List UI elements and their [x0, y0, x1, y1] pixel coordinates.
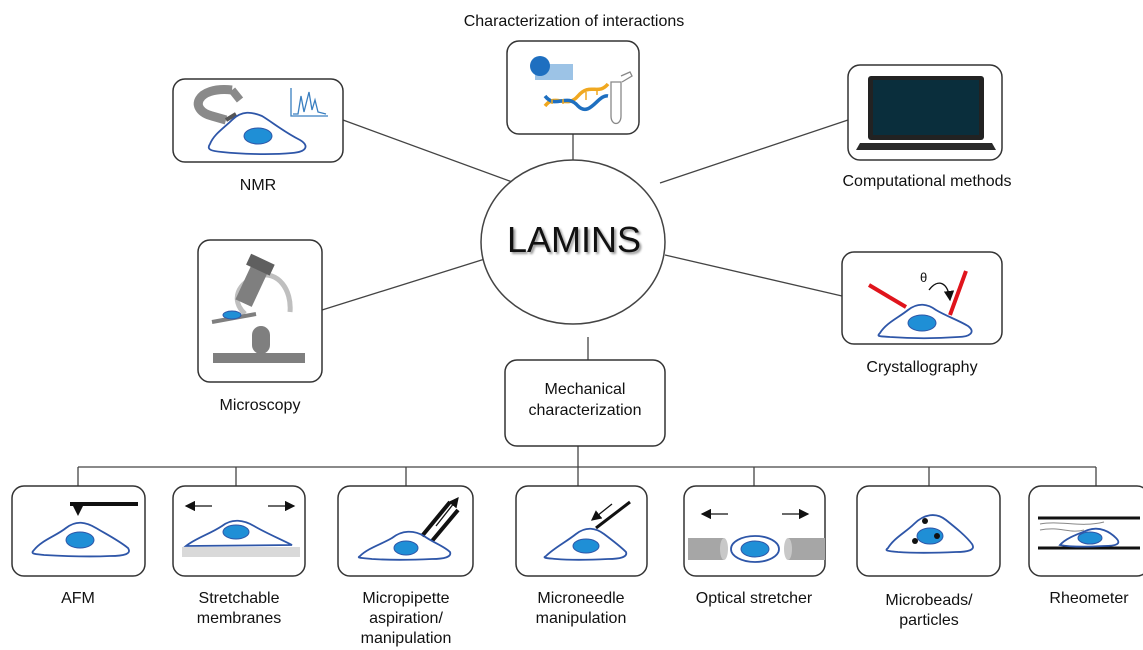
label-microscopy: Microscopy — [219, 397, 301, 414]
nmr-spectrum-icon — [290, 88, 328, 117]
box-interactions — [506, 40, 640, 135]
label-crystallography: Crystallography — [866, 359, 978, 376]
nmr-magnet-icon — [193, 85, 244, 125]
lamins-ellipse — [480, 159, 666, 325]
label-microbeads-line1: Microbeads/ — [885, 592, 973, 609]
protein-icon — [530, 56, 573, 80]
line-computational — [659, 119, 849, 184]
label-microbeads-line2: particles — [899, 612, 959, 629]
laptop-icon — [856, 76, 996, 150]
label-stretchable-line2: membranes — [196, 610, 282, 627]
micropipette-icon — [357, 496, 460, 561]
tube-icon — [610, 71, 633, 125]
label-mechanical-line1: Mechanical — [544, 381, 626, 398]
label-afm: AFM — [61, 590, 95, 607]
microbeads-icon — [885, 514, 974, 554]
box-microscopy — [197, 239, 323, 383]
optical-stretcher-icon — [688, 508, 825, 563]
theta-symbol: θ — [920, 270, 927, 285]
label-optical-stretcher: Optical stretcher — [695, 590, 813, 607]
crystallography-icon — [867, 270, 973, 340]
label-stretchable-line1: Stretchable — [198, 590, 280, 607]
label-microneedle-line1: Microneedle — [537, 590, 625, 607]
label-interactions: Characterization of interactions — [463, 13, 685, 30]
label-micropipette-line3: manipulation — [360, 630, 452, 647]
microneedle-icon — [543, 500, 631, 561]
label-microneedle-line2: manipulation — [535, 610, 627, 627]
rheometer-icon — [1038, 516, 1140, 550]
afm-icon — [31, 502, 138, 558]
nmr-cell-icon — [207, 111, 307, 155]
lamins-title: LAMINS — [506, 219, 642, 260]
label-rheometer: Rheometer — [1049, 590, 1129, 607]
microscope-icon — [211, 253, 305, 363]
label-nmr: NMR — [239, 177, 277, 194]
box-nmr — [172, 78, 344, 163]
label-micropipette-line1: Micropipette — [362, 590, 450, 607]
connector-lines — [77, 119, 1097, 486]
label-mechanical-line2: characterization — [528, 402, 642, 419]
label-computational: Computational methods — [842, 173, 1012, 190]
stretchable-membrane-icon — [182, 500, 300, 557]
box-mechanical — [504, 359, 666, 447]
line-microscopy — [321, 257, 489, 311]
box-afm — [11, 485, 146, 577]
dna-helix-icon — [543, 82, 610, 111]
box-crystallography — [841, 251, 1003, 345]
line-crystallography — [664, 254, 843, 297]
label-micropipette-line2: aspiration/ — [369, 610, 443, 627]
box-micropipette — [337, 485, 474, 577]
line-nmr — [342, 119, 516, 184]
